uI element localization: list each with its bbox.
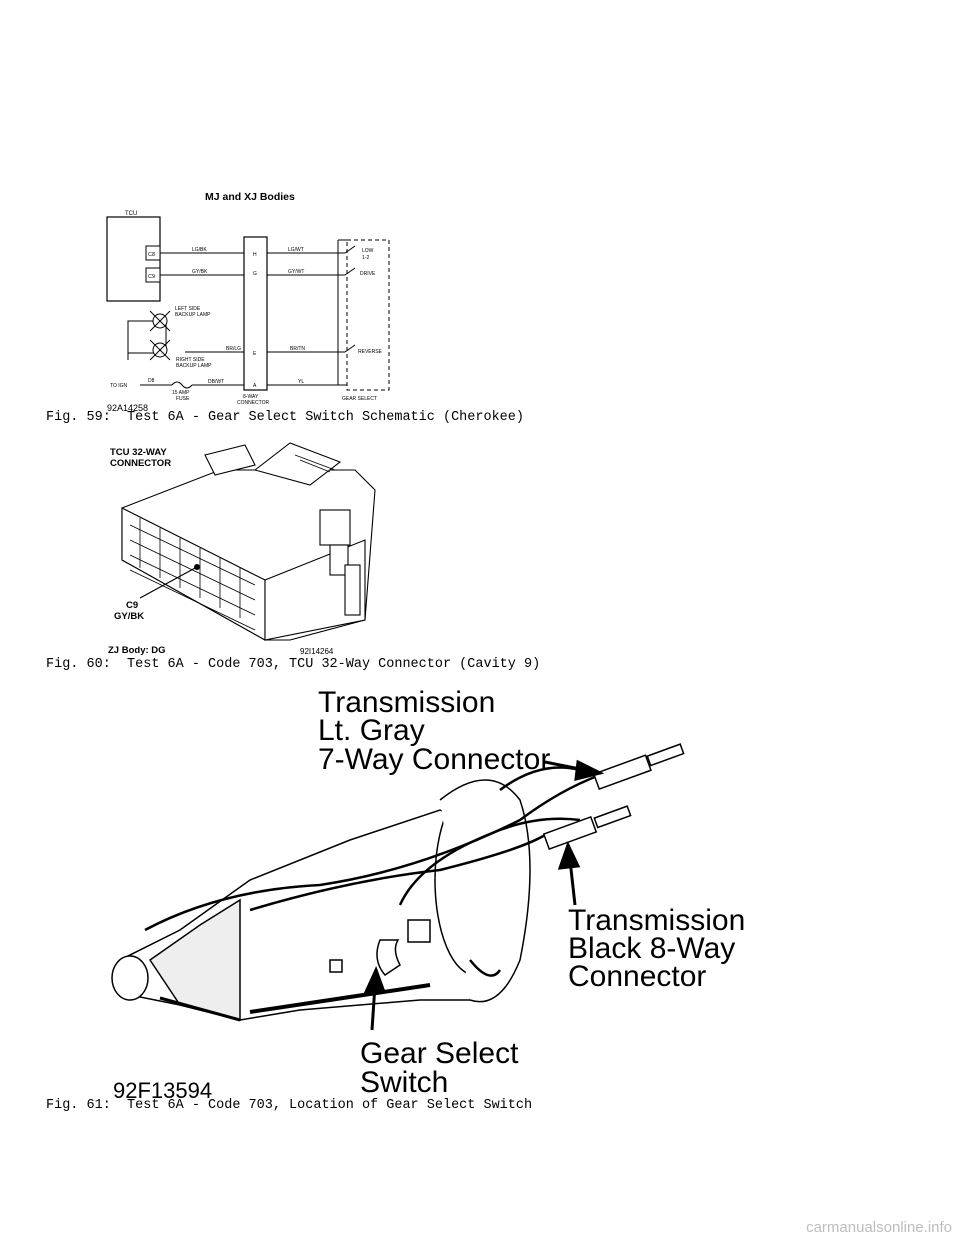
conn-title-1: TCU 32-WAY xyxy=(110,447,167,458)
switch-12: 1-2 xyxy=(362,255,369,261)
backup-lamps xyxy=(149,310,171,361)
fig61-caption: Fig. 61: Test 6A - Code 703, Location of… xyxy=(46,1098,533,1113)
pin-c9: C9 xyxy=(148,274,155,280)
gear-select-box xyxy=(346,239,390,391)
gear-select-label: GEAR SELECT xyxy=(342,396,377,402)
right-lamp-2: BACKUP LAMP xyxy=(176,363,212,369)
cavity-gy-bk: GY/BK xyxy=(114,611,144,622)
wire-lg-bk: LG/BK xyxy=(192,247,207,253)
label-right-1: Transmission xyxy=(568,904,745,937)
schematic-wires xyxy=(127,239,356,389)
left-lamp-2: BACKUP LAMP xyxy=(175,312,211,318)
eight-way-connector xyxy=(243,236,268,391)
connector-body xyxy=(121,442,376,641)
fig59-caption: Fig. 59: Test 6A - Gear Select Switch Sc… xyxy=(46,410,524,425)
wire-gy-wt: GY/WT xyxy=(288,269,304,275)
to-ign: TO IGN xyxy=(110,383,128,389)
zj-body: ZJ Body: DG xyxy=(108,645,166,656)
fuse-1: 15 AMP xyxy=(172,390,190,396)
conn-title-2: CONNECTOR xyxy=(110,458,171,469)
switch-drive: DRIVE xyxy=(360,271,376,277)
pin-c9-box xyxy=(145,267,161,283)
wire-gy-bk: GY/BK xyxy=(192,269,208,275)
watermark: carmanualsonline.info xyxy=(806,1219,952,1236)
transmission-harness xyxy=(144,766,601,977)
conn-label-2: CONNECTOR xyxy=(237,400,270,406)
conn-pin-h: H xyxy=(253,252,257,258)
wire-yl: YL xyxy=(298,379,304,385)
label-top-2: Lt. Gray xyxy=(318,714,425,747)
fig59-title: MJ and XJ Bodies xyxy=(205,191,295,203)
fuse-2: FUSE xyxy=(176,396,190,402)
wire-db-wt: DB/WT xyxy=(208,379,224,385)
wire-br-lg: BR/LG xyxy=(226,346,241,352)
connectors xyxy=(542,743,685,851)
cavity-c9: C9 xyxy=(126,600,138,611)
conn-pin-g: G xyxy=(253,271,257,277)
label-right-2: Black 8-Way xyxy=(568,932,735,965)
connector-cavities xyxy=(129,454,336,631)
label-top-1: Transmission xyxy=(318,686,495,719)
switch-reverse: REVERSE xyxy=(358,349,383,355)
right-lamp-1: RIGHT SIDE xyxy=(176,357,205,363)
fig60-part-no: 92I14264 xyxy=(300,647,334,656)
cavity-9-marker xyxy=(194,564,200,570)
wire-lg-wt: LG/WT xyxy=(288,247,304,253)
pin-c8: C8 xyxy=(148,252,155,258)
callout-arrows xyxy=(363,759,605,1031)
label-bottom-2: Switch xyxy=(360,1066,448,1099)
d8-label: D8 xyxy=(148,378,155,384)
cavity-9-leader xyxy=(139,566,198,599)
wire-br-tn: BR/TN xyxy=(290,346,305,352)
fig60-caption: Fig. 60: Test 6A - Code 703, TCU 32-Way … xyxy=(46,657,541,672)
tcu-box xyxy=(106,216,161,302)
label-right-3: Connector xyxy=(568,960,706,993)
label-top-3: 7-Way Connector xyxy=(318,743,550,776)
label-bottom-1: Gear Select xyxy=(360,1037,519,1070)
pin-c8-box xyxy=(145,245,161,261)
conn-pin-a: A xyxy=(253,383,257,389)
tcu-label: TCU xyxy=(125,211,137,217)
left-lamp-1: LEFT SIDE xyxy=(175,306,201,312)
conn-label-1: 8-WAY xyxy=(243,394,259,400)
switch-low: LOW xyxy=(362,248,374,254)
conn-pin-e: E xyxy=(253,351,257,357)
transmission-drawing xyxy=(111,779,531,1022)
